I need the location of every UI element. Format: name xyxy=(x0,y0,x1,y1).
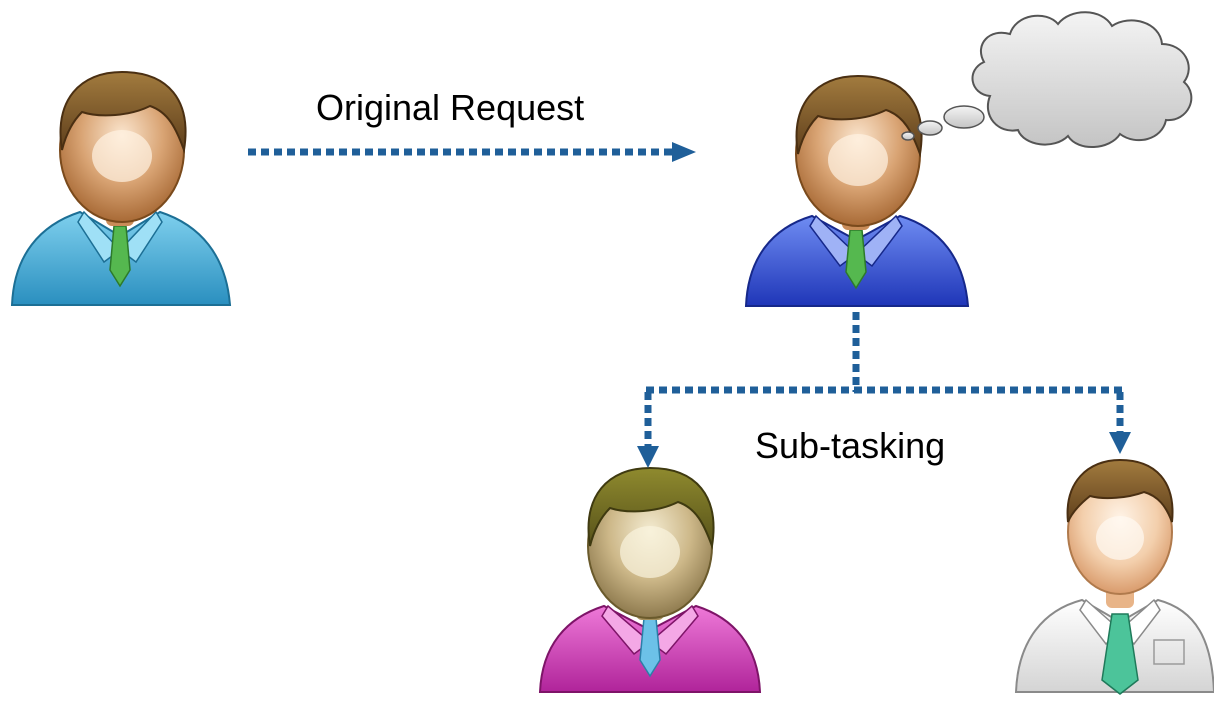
person-manager xyxy=(744,11,1193,307)
arrow-head-icon xyxy=(637,446,659,468)
person-icon xyxy=(1014,458,1214,695)
original-request-label: Original Request xyxy=(316,87,585,128)
sub-tasking-label: Sub-tasking xyxy=(755,425,946,466)
hair xyxy=(795,74,923,158)
person-worker-magenta xyxy=(538,466,762,693)
hair xyxy=(587,466,715,550)
connector-original-request xyxy=(248,142,696,162)
person-icon xyxy=(538,466,762,693)
person-icon xyxy=(10,70,232,306)
person-worker-white xyxy=(1014,458,1214,695)
tie xyxy=(1101,613,1139,695)
person-requester xyxy=(10,70,232,306)
hair xyxy=(1066,458,1174,523)
arrow-head-icon xyxy=(672,142,696,162)
arrow-head-icon xyxy=(1109,432,1131,454)
hair xyxy=(59,70,187,154)
thought-cloud-icon xyxy=(901,11,1193,149)
person-icon xyxy=(744,74,970,307)
connector-sub-tasking xyxy=(637,312,1131,468)
